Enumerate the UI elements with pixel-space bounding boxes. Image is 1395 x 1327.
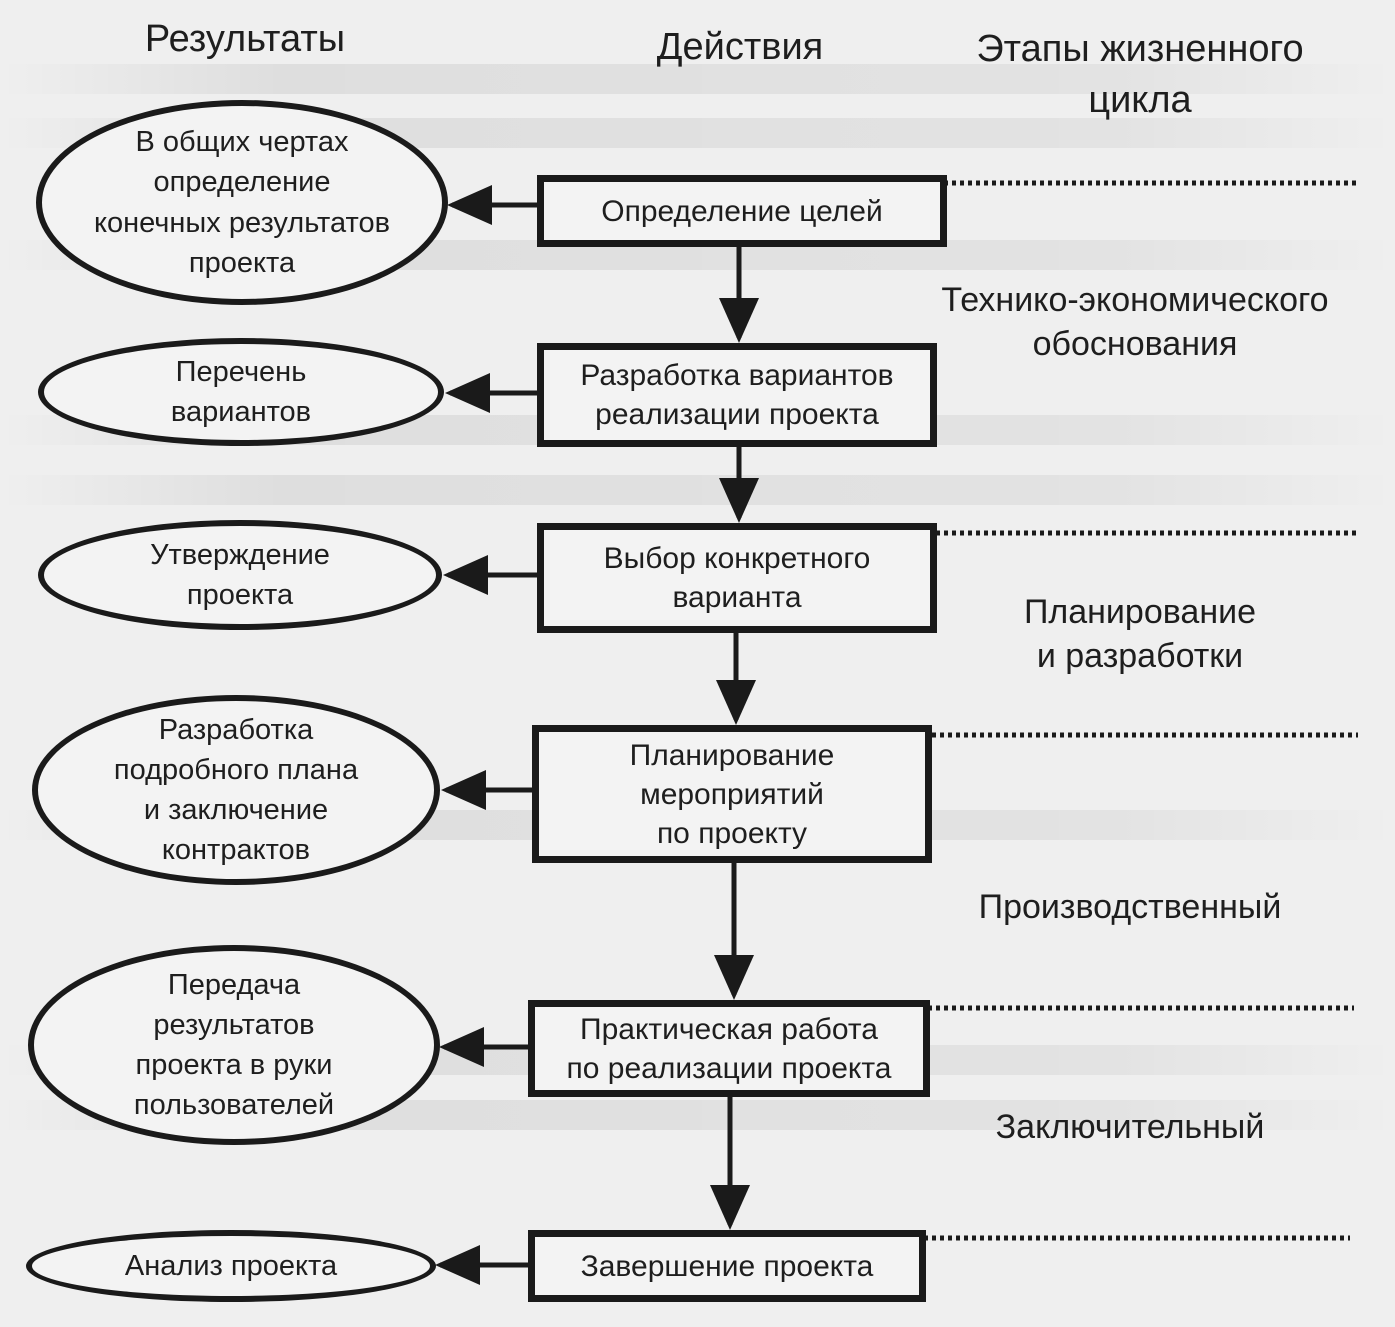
stage-label-planning: Планирование и разработки bbox=[1023, 593, 1257, 676]
result-oval-outline: В общих чертах определение конечных резу… bbox=[36, 100, 448, 305]
result-oval-options-list: Перечень вариантов bbox=[38, 338, 444, 446]
action-label: Завершение проекта bbox=[580, 1249, 874, 1283]
result-oval-analysis: Анализ проекта bbox=[26, 1230, 436, 1302]
action-box-define-goals: Определение целей bbox=[537, 175, 947, 247]
action-label: Выбор конкретного варианта bbox=[603, 542, 871, 614]
result-oval-handover: Передача результатов проекта в руки поль… bbox=[28, 945, 440, 1145]
action-box-complete-project: Завершение проекта bbox=[528, 1230, 926, 1302]
action-label: Практическая работа по реализации проект… bbox=[566, 1012, 892, 1085]
bleed-through-band bbox=[0, 475, 1395, 505]
result-oval-detailed-plan: Разработка подробного плана и заключение… bbox=[32, 695, 440, 885]
action-label: Разработка вариантов реализации проекта bbox=[580, 359, 894, 431]
result-label: Разработка подробного плана и заключение… bbox=[113, 713, 359, 867]
stage-label-feasibility: Технико-экономического обоснования bbox=[941, 281, 1329, 364]
stage-label-production: Производственный bbox=[978, 888, 1282, 926]
action-label: Определение целей bbox=[601, 194, 883, 228]
result-oval-approval: Утверждение проекта bbox=[38, 520, 442, 630]
result-label: Перечень вариантов bbox=[170, 355, 312, 428]
action-box-develop-options: Разработка вариантов реализации проекта bbox=[537, 343, 937, 447]
stage-label-closing: Заключительный bbox=[995, 1108, 1265, 1146]
results-column-header: Результаты bbox=[144, 18, 346, 60]
result-label: В общих чертах определение конечных резу… bbox=[93, 126, 390, 279]
stages-column-header: Этапы жизненного цикла bbox=[976, 28, 1304, 122]
action-box-select-option: Выбор конкретного варианта bbox=[537, 523, 937, 633]
action-box-practical-work: Практическая работа по реализации проект… bbox=[528, 1000, 930, 1097]
result-label: Анализ проекта bbox=[124, 1249, 338, 1282]
actions-column-header: Действия bbox=[656, 26, 824, 68]
action-box-plan-activities: Планирование мероприятий по проекту bbox=[532, 725, 932, 863]
result-label: Передача результатов проекта в руки поль… bbox=[133, 968, 335, 1122]
bleed-through-band bbox=[0, 64, 1395, 94]
action-label: Планирование мероприятий по проекту bbox=[629, 738, 835, 850]
result-label: Утверждение проекта bbox=[150, 538, 330, 611]
